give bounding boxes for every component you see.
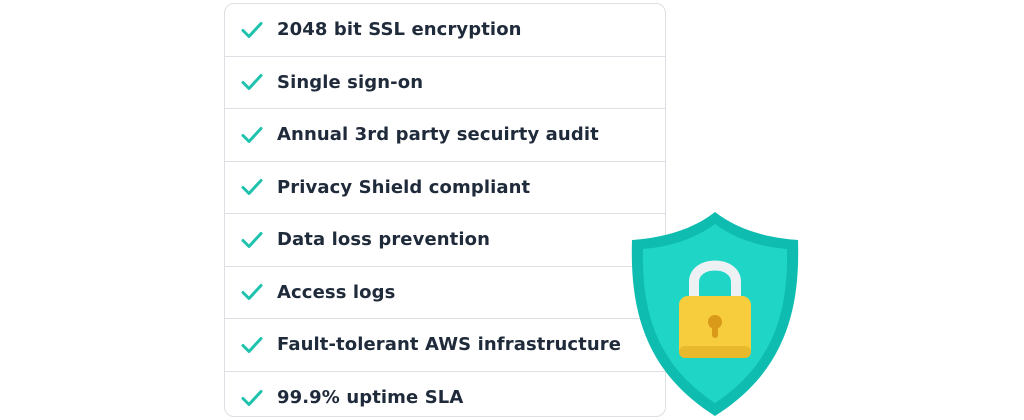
- checkmark-icon: [241, 336, 263, 353]
- checkmark-icon: [241, 126, 263, 143]
- lock-shackle: [689, 260, 741, 303]
- shield-lock-icon: [631, 212, 799, 416]
- feature-label: 99.9% uptime SLA: [277, 387, 464, 409]
- lock-body-shade: [679, 346, 751, 358]
- checkmark-icon: [241, 284, 263, 301]
- feature-row-audit: Annual 3rd party secuirty audit: [225, 109, 665, 162]
- feature-row-uptime: 99.9% uptime SLA: [225, 372, 665, 417]
- feature-label: Access logs: [277, 281, 396, 303]
- feature-label: Annual 3rd party secuirty audit: [277, 124, 599, 146]
- feature-label: 2048 bit SSL encryption: [277, 19, 522, 41]
- feature-label: Single sign-on: [277, 71, 424, 93]
- feature-label: Data loss prevention: [277, 229, 491, 251]
- checkmark-icon: [241, 21, 263, 38]
- feature-row-dlp: Data loss prevention: [225, 214, 665, 267]
- feature-label: Privacy Shield compliant: [277, 176, 531, 198]
- feature-label: Fault-tolerant AWS infrastructure: [277, 334, 622, 356]
- checkmark-icon: [241, 389, 263, 406]
- feature-row-privacy-shield: Privacy Shield compliant: [225, 162, 665, 214]
- security-features-list: 2048 bit SSL encryption Single sign-on A…: [225, 4, 665, 417]
- feature-row-aws: Fault-tolerant AWS infrastructure: [225, 319, 665, 372]
- checkmark-icon: [241, 74, 263, 91]
- keyhole-slot: [712, 322, 718, 338]
- feature-row-access-logs: Access logs: [225, 267, 665, 319]
- feature-row-sso: Single sign-on: [225, 57, 665, 109]
- feature-row-ssl: 2048 bit SSL encryption: [225, 4, 665, 57]
- checkmark-icon: [241, 179, 263, 196]
- security-features-card: 2048 bit SSL encryption Single sign-on A…: [224, 3, 666, 417]
- checkmark-icon: [241, 231, 263, 248]
